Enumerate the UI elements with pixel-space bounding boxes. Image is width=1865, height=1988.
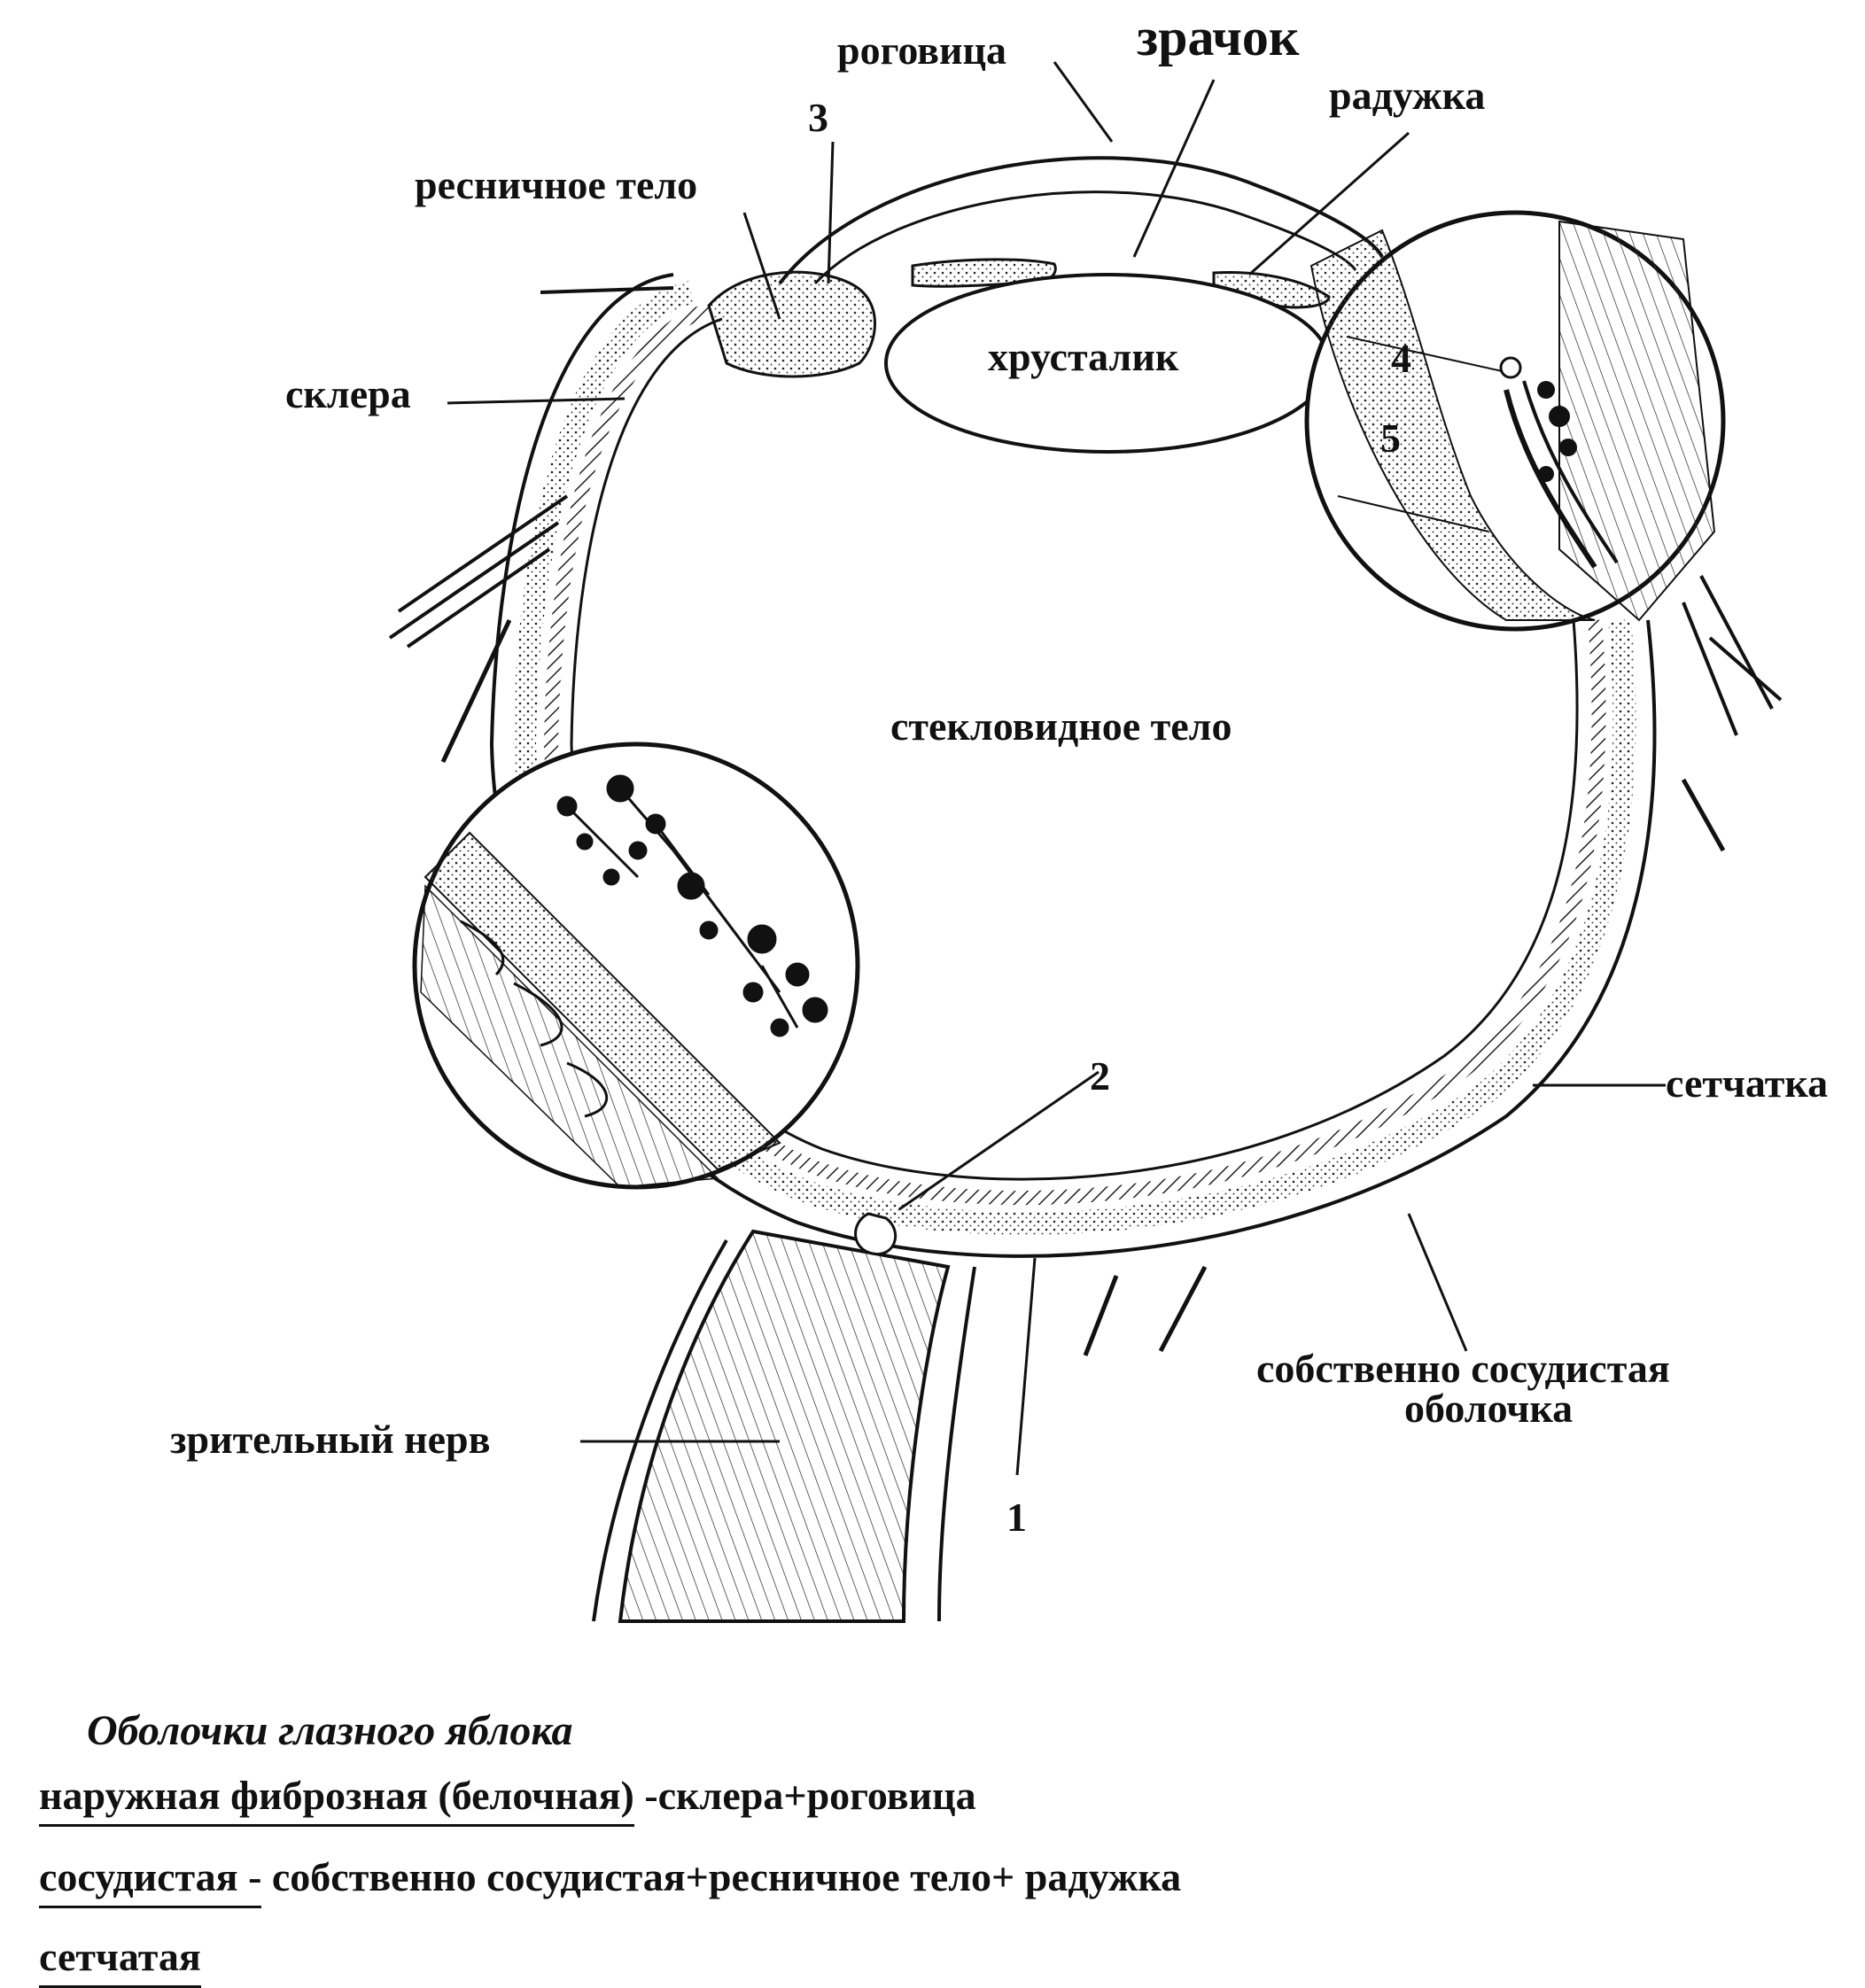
- caption-line-retinal: сетчатая: [39, 1933, 201, 1988]
- zoom-circle-retina: [412, 742, 860, 1190]
- optic-nerve: [618, 1229, 951, 1623]
- bottom-vessel-1: [1083, 1275, 1119, 1356]
- label-num-3: 3: [808, 95, 828, 140]
- label-num-5: 5: [1380, 415, 1401, 461]
- zoom-circle-ciliary: [1304, 210, 1726, 632]
- label-cornea: роговица: [837, 27, 1006, 73]
- desc-vascular: собственно сосудистая+ресничное тело+ ра…: [261, 1854, 1182, 1899]
- label-iris: радужка: [1329, 73, 1485, 118]
- left-vessel: [540, 286, 674, 294]
- label-optic-nerve: зрительный нерв: [170, 1417, 491, 1462]
- label-retina: сетчатка: [1666, 1060, 1828, 1106]
- label-choroid-line1: собственно сосудистая: [1256, 1346, 1670, 1391]
- label-pupil: зрачок: [1137, 8, 1300, 66]
- label-num-2: 2: [1090, 1053, 1110, 1099]
- optic-disc: [854, 1212, 898, 1255]
- cornea: [778, 156, 1384, 285]
- right-vessel: [1681, 778, 1726, 852]
- sclera-wall: [489, 273, 1657, 1258]
- inner-boundary: [570, 317, 1579, 1181]
- label-choroid-line2: оболочка: [1404, 1386, 1573, 1431]
- bottom-vessel-2: [1158, 1265, 1208, 1353]
- term-retinal: сетчатая: [39, 1933, 201, 1988]
- caption-line-fibrous: наружная фиброзная (белочная) -склера+ро…: [39, 1772, 976, 1827]
- leader-lines: [447, 61, 1666, 1476]
- label-lens: хрусталик: [988, 334, 1179, 379]
- label-num-4: 4: [1391, 336, 1411, 381]
- term-vascular: сосудистая -: [39, 1853, 262, 1908]
- label-sclera: склера: [285, 371, 411, 416]
- eyeball-diagram: роговица зрачок радужка 3 ресничное тело…: [170, 8, 1828, 1623]
- right-fibers: [1682, 575, 1783, 736]
- label-ciliary-body: ресничное тело: [415, 162, 697, 207]
- optic-nerve-sheath: [592, 1239, 976, 1622]
- caption-line-vascular: сосудистая - собственно сосудистая+ресни…: [39, 1853, 1181, 1908]
- retina-band: [543, 303, 1606, 1206]
- term-fibrous: наружная фиброзная (белочная): [39, 1772, 634, 1827]
- caption-title: Оболочки глазного яблока: [87, 1707, 573, 1754]
- desc-fibrous: -склера+роговица: [633, 1773, 976, 1818]
- choroid-band: [512, 281, 1636, 1236]
- left-fibers: [388, 494, 569, 648]
- retina-neurons: [556, 774, 828, 1037]
- cornea-inner: [813, 190, 1357, 285]
- ciliary-body: [707, 270, 876, 378]
- label-num-1: 1: [1006, 1495, 1027, 1540]
- left-lower-vessel: [440, 618, 512, 764]
- label-vitreous: стекловидное тело: [890, 703, 1232, 749]
